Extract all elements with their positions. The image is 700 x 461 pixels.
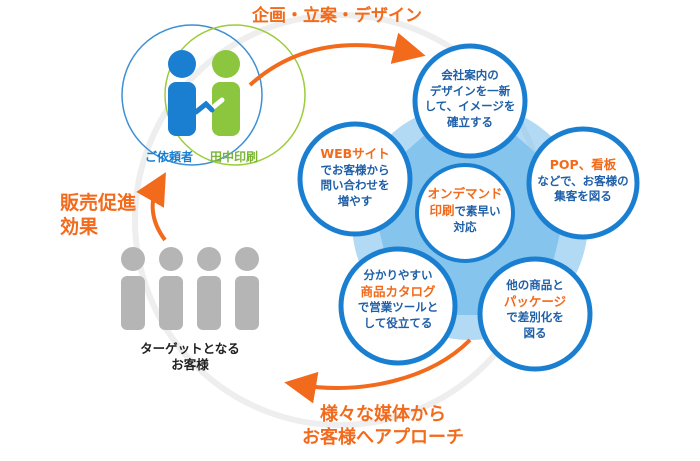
node-right-line1: などで、お客様の — [537, 173, 629, 188]
node-top-line4: 確立する — [447, 114, 493, 129]
bottom-arrow-label-line1: 様々な媒体から — [320, 404, 446, 425]
bottom-arrow-label-line2: お客様へアプローチ — [302, 426, 464, 448]
node-right-line2: 集客を図る — [554, 189, 612, 204]
left-arrow — [136, 172, 167, 242]
left-arrow-label-line2: 効果 — [60, 215, 99, 238]
target-label-line1: ターゲットとなる — [140, 341, 240, 356]
handshake-icon — [193, 100, 215, 115]
bottom-arrow-label: 様々な媒体から お客様へアプローチ — [302, 404, 464, 449]
top-arrow-label: 企画・立案・デザイン — [252, 6, 422, 26]
node-bottom-right-text: 他の商品と パッケージ で差別化を 図る — [485, 278, 585, 341]
client-person-icon — [168, 50, 196, 136]
node-left-circle — [297, 121, 413, 237]
node-bottom-right-circle — [477, 256, 593, 372]
node-left-highlight: WEBサイト — [320, 146, 390, 161]
top-arrow — [248, 32, 426, 87]
node-center-circle — [415, 163, 515, 263]
node-bottom-left-line3: で営業ツールと — [357, 300, 439, 315]
node-bottom-right-line4: 図る — [523, 325, 547, 340]
node-bottom-left-text: 分かりやすい 商品カタログ で営業ツールと して役立てる — [348, 268, 448, 331]
node-left-line1: でお客様から — [320, 162, 390, 177]
node-right-circle — [526, 126, 640, 240]
client-label: ご依頼者 — [145, 150, 194, 164]
printer-venn-circle — [164, 24, 306, 166]
node-center-highlight-2: 印刷 — [429, 202, 455, 218]
node-top-line2: デザインを一新 — [429, 83, 511, 98]
node-center-line2: 印刷で素早い — [420, 203, 510, 220]
node-right-highlight: POP、看板 — [549, 157, 617, 172]
node-bottom-right-highlight: パッケージ — [503, 293, 567, 309]
left-arrow-label-line1: 販売促進 — [60, 192, 137, 214]
node-center-text-1: で素早い — [454, 203, 501, 218]
printer-label: 田中印刷 — [210, 150, 259, 164]
node-bottom-left-line1: 分かりやすい — [363, 268, 433, 282]
client-venn-circle — [121, 24, 263, 166]
node-bottom-left-highlight: 商品カタログ — [360, 283, 436, 299]
bottom-arrow — [284, 338, 472, 404]
node-bottom-left-circle — [338, 246, 458, 366]
node-center-highlight-1: オンデマンド — [427, 186, 503, 201]
node-top-line1: 会社案内の — [441, 68, 499, 82]
node-bottom-right-line1: 他の商品と — [506, 278, 564, 292]
node-top-line3: して、イメージを — [424, 99, 516, 114]
target-people-icon — [121, 247, 259, 330]
node-left-text: WEBサイト でお客様から 問い合わせを 増やす — [305, 146, 405, 209]
node-left-line2: 問い合わせを — [320, 178, 390, 193]
node-center-text: オンデマンド 印刷で素早い 対応 — [420, 186, 510, 235]
target-label: ターゲットとなる お客様 — [135, 341, 245, 372]
left-arrow-label: 販売促進 効果 — [60, 192, 136, 240]
node-bottom-right-line3: で差別化を — [506, 310, 564, 325]
node-right-text: POP、看板 などで、お客様の 集客を図る — [533, 157, 633, 205]
node-center-text-2: 対応 — [453, 219, 477, 234]
target-label-line2: お客様 — [171, 356, 209, 372]
node-top-text: 会社案内の デザインを一新 して、イメージを 確立する — [420, 68, 520, 130]
node-bottom-left-line4: して役立てる — [363, 315, 433, 330]
node-left-line3: 増やす — [337, 193, 373, 208]
node-top-circle — [412, 43, 528, 159]
